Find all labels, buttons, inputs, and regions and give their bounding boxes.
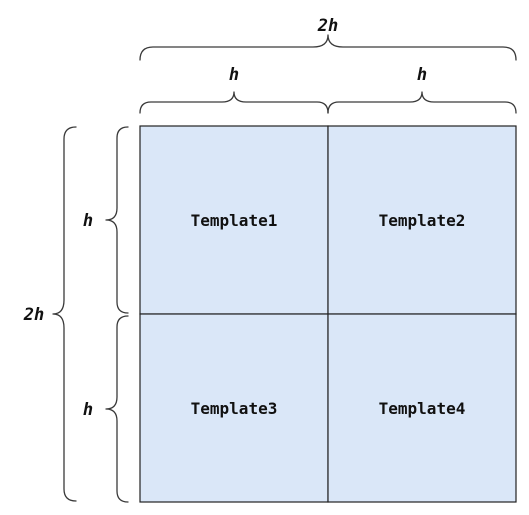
top-right-label: h xyxy=(417,65,427,85)
top-total-label: 2h xyxy=(317,16,338,36)
left-top-label: h xyxy=(83,211,93,231)
template2-label: Template2 xyxy=(379,211,466,230)
left-top-brace xyxy=(105,126,129,314)
template3-cell xyxy=(139,313,329,503)
left-bottom-brace xyxy=(105,315,129,503)
template1-cell xyxy=(139,125,329,315)
template4-label: Template4 xyxy=(379,399,466,418)
template3-label: Template3 xyxy=(191,399,278,418)
top-right-brace xyxy=(327,91,517,114)
top-left-brace xyxy=(139,91,329,114)
template1-label: Template1 xyxy=(191,211,278,230)
left-total-label: 2h xyxy=(23,305,44,325)
left-bottom-label: h xyxy=(83,400,93,420)
template4-cell xyxy=(327,313,517,503)
left-total-brace xyxy=(52,126,77,502)
top-left-label: h xyxy=(229,65,239,85)
template2-cell xyxy=(327,125,517,315)
top-total-brace xyxy=(139,34,517,61)
